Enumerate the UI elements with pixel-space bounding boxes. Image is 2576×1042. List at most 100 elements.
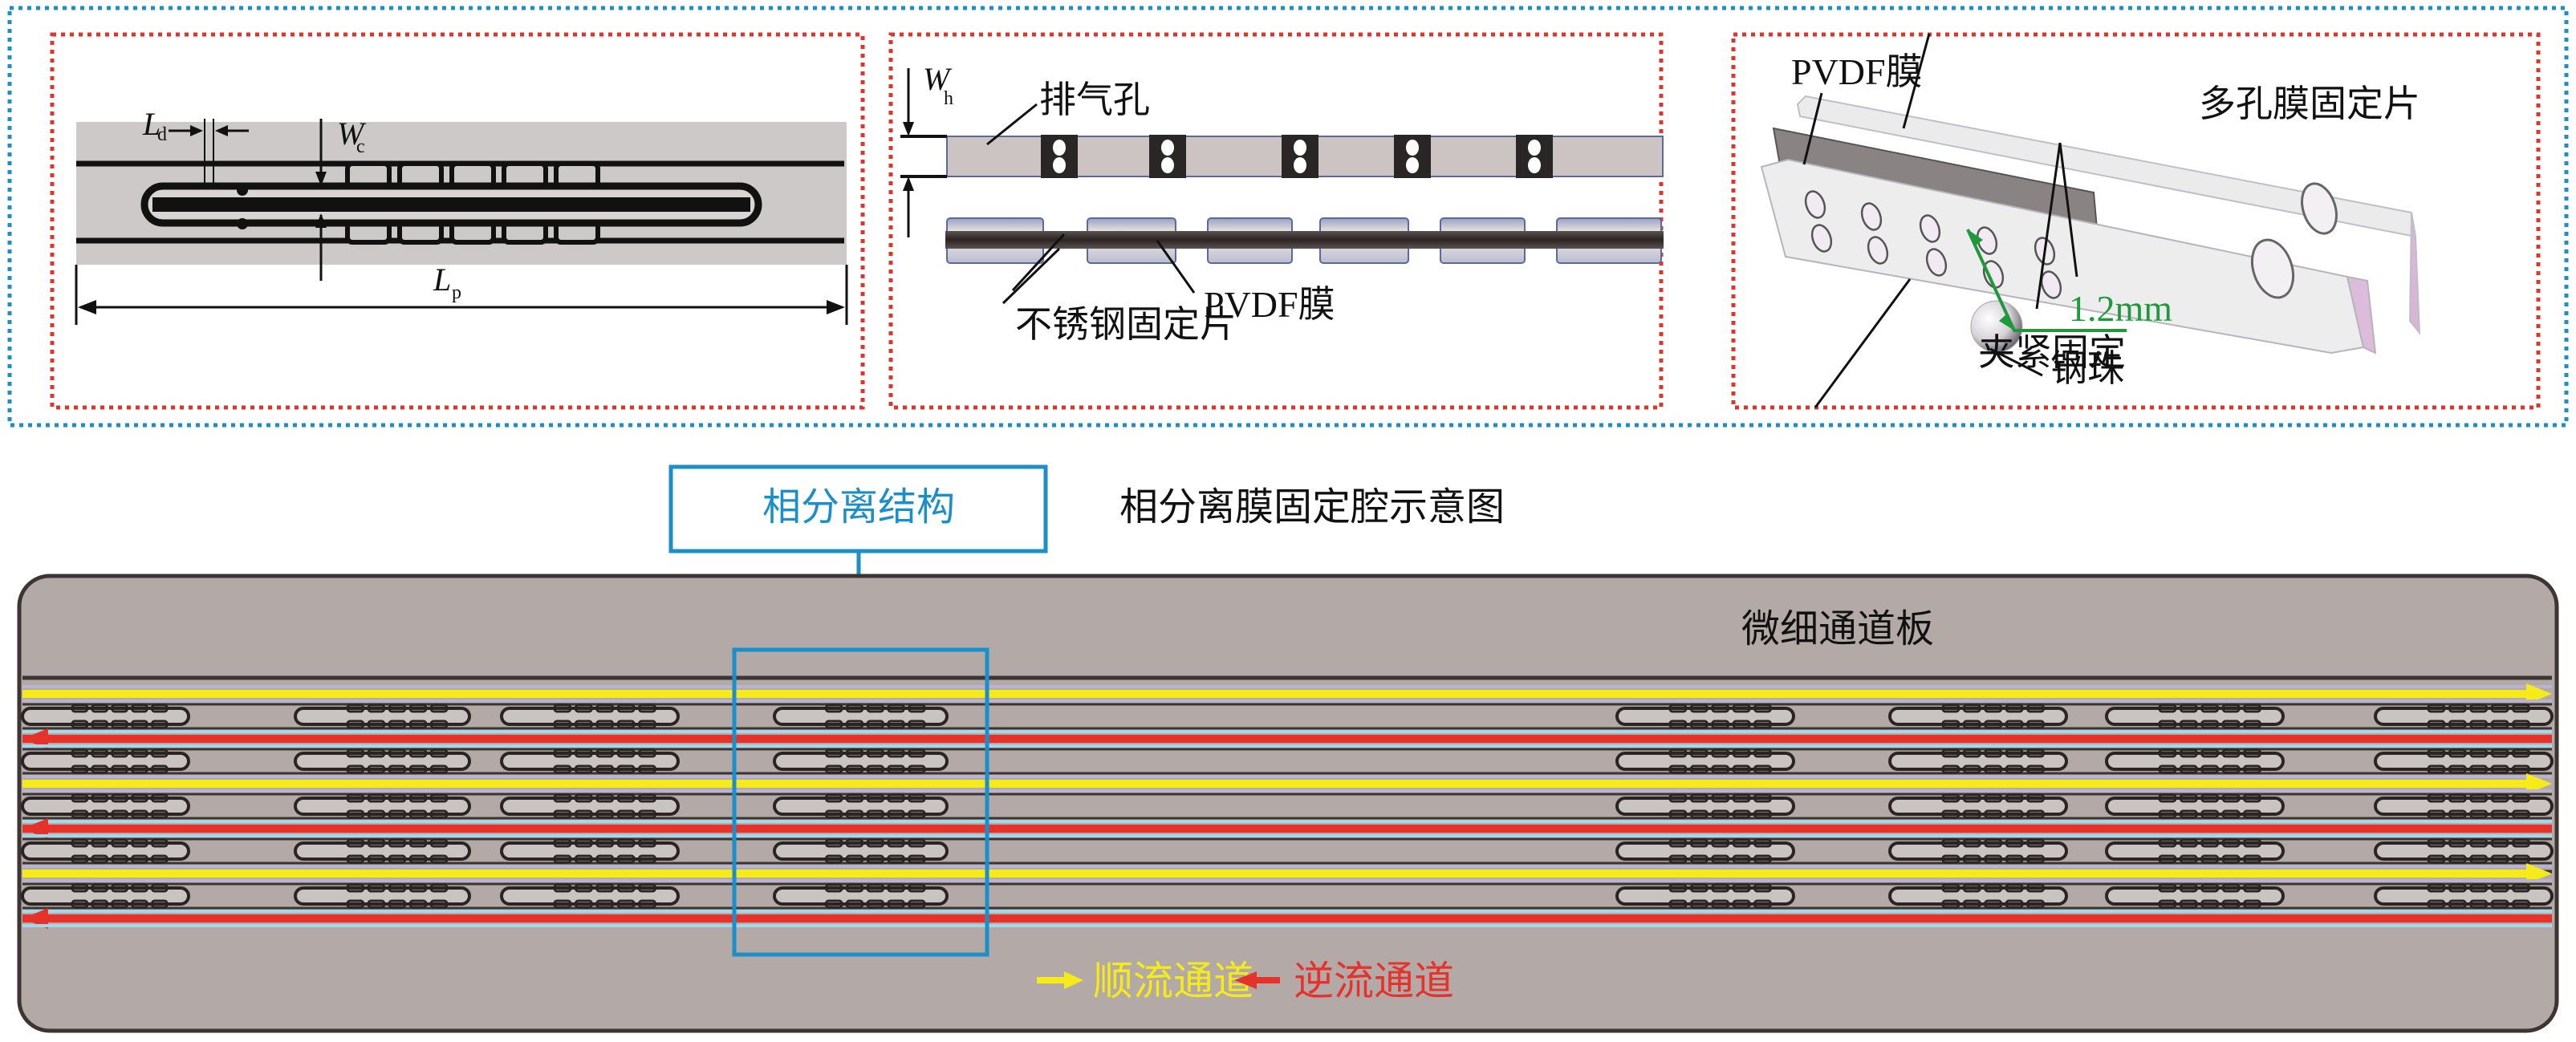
pore-cell xyxy=(429,720,449,729)
pore-cell xyxy=(1668,793,1688,803)
pore-cell xyxy=(2469,838,2489,848)
pore-cell xyxy=(825,720,843,729)
pore-cell xyxy=(71,883,89,893)
pore-cell xyxy=(638,883,656,893)
pore-cell xyxy=(1689,703,1709,713)
pore-cell xyxy=(845,838,864,848)
pore-cell xyxy=(908,703,926,713)
pore-cell xyxy=(616,748,636,758)
pore-cell xyxy=(574,764,593,774)
pore-cell xyxy=(908,793,926,803)
lp-arrow-head xyxy=(827,300,845,314)
pore-cell xyxy=(91,883,109,893)
vent-hole-leader xyxy=(986,103,1038,146)
pore-cell xyxy=(908,748,926,758)
pore-cell xyxy=(825,793,843,803)
pore-cell xyxy=(2200,703,2220,713)
pvdf-leader xyxy=(1156,240,1196,294)
pore-cell xyxy=(2200,720,2220,729)
pore-cell xyxy=(2490,793,2509,803)
pore-cell xyxy=(1732,838,1751,848)
pore-cell xyxy=(887,764,905,774)
steel-ball-leader xyxy=(1989,347,2043,377)
ld-arrow-head xyxy=(190,125,203,136)
pore-cell xyxy=(2221,764,2241,774)
vent-hole xyxy=(1528,157,1541,173)
pore-cell xyxy=(2158,838,2177,848)
separation-unit xyxy=(2374,841,2554,861)
pore-cell xyxy=(845,854,864,864)
pore-cell xyxy=(2427,899,2446,909)
pore-cell xyxy=(429,703,449,713)
pore-cell xyxy=(2243,838,2261,848)
pore-cell xyxy=(908,854,926,864)
steel-plate-leader xyxy=(1002,247,1061,305)
separation-unit xyxy=(21,886,190,906)
pore-cell xyxy=(638,748,656,758)
separation-unit xyxy=(1888,707,2068,726)
pore-cell xyxy=(2005,748,2024,758)
reverse-legend-label: 逆流通道 xyxy=(1294,958,1454,1004)
pore-cell xyxy=(71,764,89,774)
pore-cell xyxy=(408,854,428,864)
vent-hole xyxy=(1053,157,1066,173)
pore-cell xyxy=(553,720,572,729)
pore-cell xyxy=(1941,883,1960,893)
pore-cell xyxy=(1668,838,1688,848)
separation-unit xyxy=(773,752,949,771)
pore-cell xyxy=(1941,764,1960,774)
separation-unit xyxy=(500,752,680,771)
forward-legend-label: 顺流通道 xyxy=(1093,958,1253,1004)
pore-cell xyxy=(616,809,636,819)
panel-c-frame xyxy=(1731,32,2541,410)
pore-cell xyxy=(150,764,169,774)
pore-cell xyxy=(2448,899,2467,909)
pore-cell xyxy=(845,793,864,803)
pore-cell xyxy=(91,703,109,713)
pore-cell xyxy=(1753,764,1772,774)
pore-cell xyxy=(2179,764,2198,774)
pore-cell xyxy=(2200,809,2220,819)
pore-cell xyxy=(1962,703,1981,713)
separation-unit xyxy=(21,707,190,726)
pore-cell xyxy=(367,748,386,758)
pore-cell xyxy=(367,854,386,864)
lp-label: L xyxy=(433,262,451,298)
pore-cell xyxy=(2158,703,2177,713)
pore-cell xyxy=(2005,838,2024,848)
pore-cell xyxy=(825,854,843,864)
pore-cell xyxy=(1941,748,1960,758)
pore-cell xyxy=(367,764,386,774)
pore-cell xyxy=(1668,748,1688,758)
reverse-flow-arrow-icon xyxy=(22,818,48,839)
pore-cell xyxy=(1711,793,1730,803)
separation-unit xyxy=(500,707,680,726)
pore-cell xyxy=(2221,838,2241,848)
pore-cell xyxy=(866,764,884,774)
wc-sub-label: c xyxy=(356,136,365,157)
pore-cell xyxy=(1962,899,1981,909)
pore-cell xyxy=(2005,703,2024,713)
pore-cell xyxy=(574,899,593,909)
pore-cell xyxy=(553,764,572,774)
pore-cell xyxy=(2026,748,2045,758)
clamp-leader xyxy=(1814,278,1912,408)
pore-cell xyxy=(150,883,169,893)
pore-cell xyxy=(388,748,407,758)
pore-cell xyxy=(2448,748,2467,758)
pore-cell xyxy=(825,899,843,909)
plate-title: 微细通道板 xyxy=(1741,606,1934,651)
pore-cell xyxy=(1711,809,1730,819)
wc-label: W xyxy=(337,116,367,152)
forward-flow-arrow-icon xyxy=(2526,863,2552,884)
pore-cell xyxy=(2243,748,2261,758)
pore-cell xyxy=(1668,764,1688,774)
pore-cell xyxy=(2026,838,2045,848)
pore-cell xyxy=(150,838,169,848)
plate-hole xyxy=(1919,214,1941,243)
pore-cell xyxy=(1732,764,1751,774)
pore-cell xyxy=(2200,838,2220,848)
pore-cell xyxy=(367,883,386,893)
pore-cell xyxy=(1941,703,1960,713)
pore-cell xyxy=(2005,883,2024,893)
